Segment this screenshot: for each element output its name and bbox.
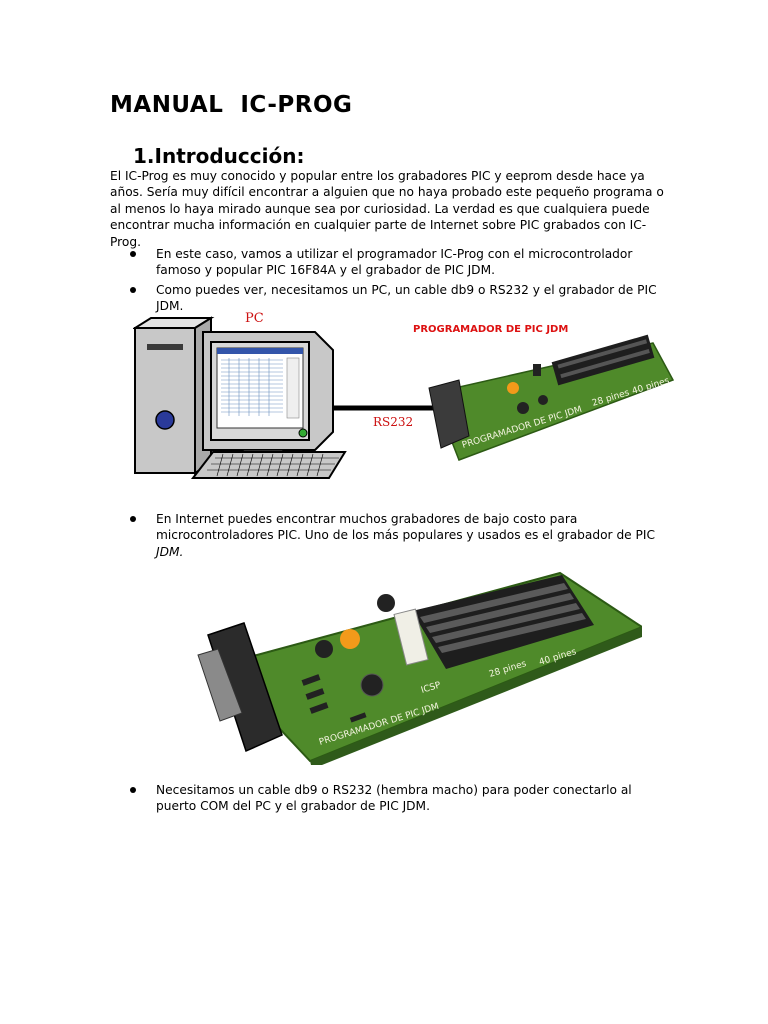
pc-programmer-figure: PC PROGRAMADOR DE PIC JDM RS232 PROGRAMA… bbox=[133, 311, 675, 479]
list-item-text: En este caso, vamos a utilizar el progra… bbox=[156, 247, 633, 278]
bullet-list-1: En este caso, vamos a utilizar el progra… bbox=[130, 246, 670, 318]
section-title: Introducción: bbox=[154, 144, 305, 168]
jdm-board-small: PROGRAMADOR DE PIC JDM 28 pines 40 pines bbox=[428, 334, 675, 461]
label-programmer: PROGRAMADOR DE PIC JDM bbox=[413, 324, 568, 335]
bullet-icon bbox=[130, 251, 136, 257]
intro-paragraph: El IC-Prog es muy conocido y popular ent… bbox=[110, 169, 664, 249]
list-item: En Internet puedes encontrar muchos grab… bbox=[130, 511, 670, 560]
list-item-text: Necesitamos un cable db9 o RS232 (hembra… bbox=[156, 783, 632, 814]
bullet-icon bbox=[130, 286, 136, 293]
bullet-icon bbox=[130, 787, 136, 793]
label-rs232: RS232 bbox=[373, 415, 413, 429]
bullet-list-3: Necesitamos un cable db9 o RS232 (hembra… bbox=[130, 782, 670, 818]
section-number: 1. bbox=[133, 144, 155, 168]
section-heading: 1.Introducción: bbox=[133, 144, 304, 168]
pc-monitor-icon bbox=[202, 331, 334, 459]
bullet-icon bbox=[130, 516, 136, 522]
list-item: Como puedes ver, necesitamos un PC, un c… bbox=[130, 282, 670, 315]
keyboard-icon bbox=[190, 451, 347, 479]
ic-socket-icon bbox=[412, 575, 594, 669]
label-pc: PC bbox=[245, 311, 264, 326]
jdm-board-large: PROGRAMADOR DE PIC JDM 28 pines 40 pines… bbox=[197, 571, 642, 765]
list-item-text: En Internet puedes encontrar muchos grab… bbox=[156, 512, 656, 543]
list-item: Necesitamos un cable db9 o RS232 (hembra… bbox=[130, 782, 670, 815]
jdm-programmer-figure: PROGRAMADOR DE PIC JDM 28 pines 40 pines… bbox=[197, 571, 642, 765]
list-item: En este caso, vamos a utilizar el progra… bbox=[130, 246, 670, 279]
document-title: MANUAL IC-PROG bbox=[110, 92, 353, 118]
pc-tower-icon bbox=[133, 316, 215, 475]
list-item-text: Como puedes ver, necesitamos un PC, un c… bbox=[156, 282, 657, 314]
bullet-list-2: En Internet puedes encontrar muchos grab… bbox=[130, 511, 670, 563]
list-item-emphasis: JDM. bbox=[156, 544, 184, 559]
